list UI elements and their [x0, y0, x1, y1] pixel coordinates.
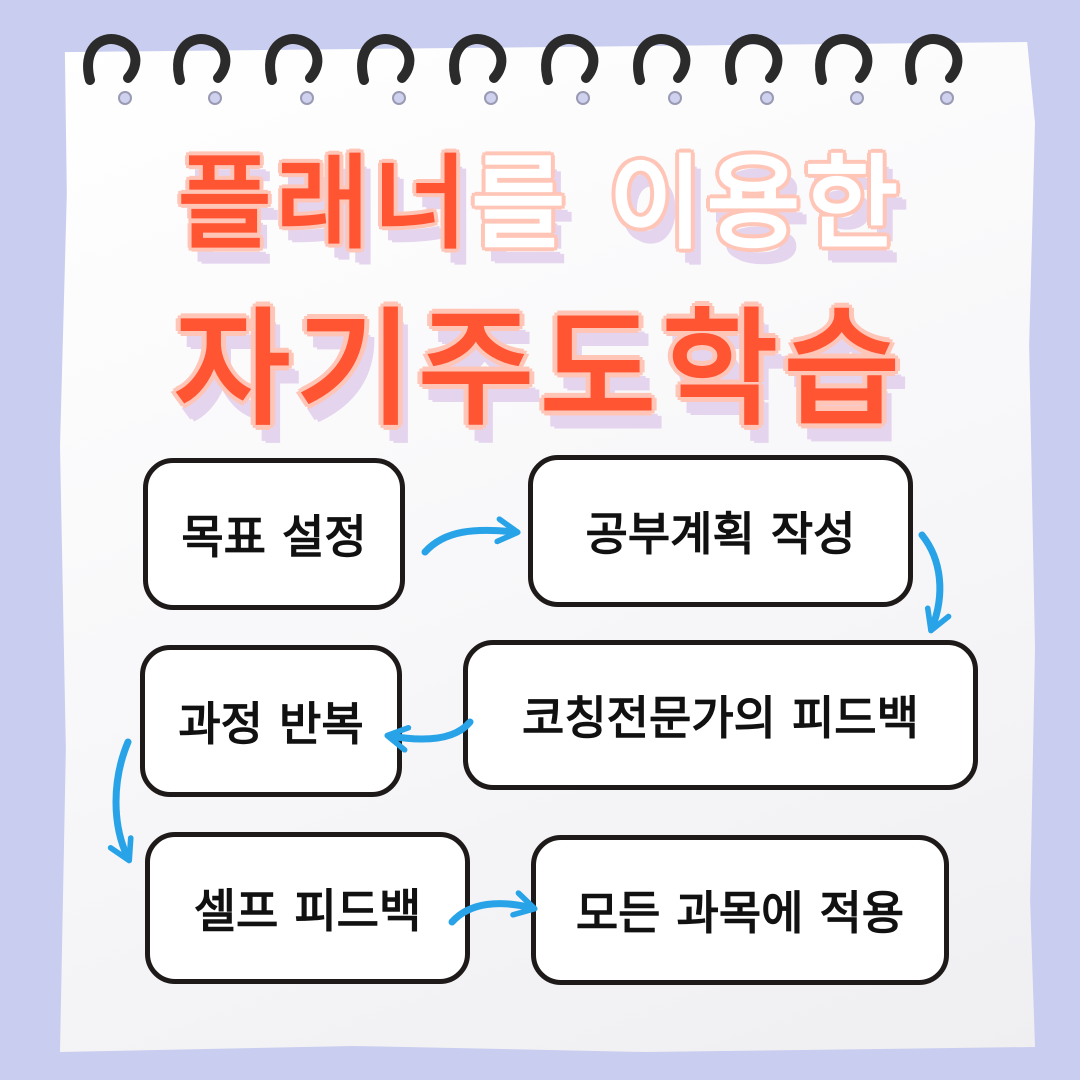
binding-ring	[541, 34, 599, 85]
binding-hole	[668, 91, 682, 105]
step-coach-feedback: 코칭전문가의 피드백	[463, 640, 978, 790]
binding-ring	[449, 34, 507, 85]
binding-ring	[173, 34, 231, 85]
binding-ring	[633, 34, 691, 85]
title-rest: 를 이용한	[471, 145, 903, 264]
title-line-2: 자기주도학습	[174, 296, 906, 443]
step-self-feedback: 셀프 피드백	[145, 832, 470, 984]
binding-hole	[300, 91, 314, 105]
title-line-1: 플래너를 이용한	[0, 122, 1080, 269]
step-apply-all-subjects: 모든 과목에 적용	[531, 835, 949, 985]
binding-hole	[392, 91, 406, 105]
binding-hole	[576, 91, 590, 105]
binding-hole	[118, 91, 132, 105]
binding-ring	[83, 34, 141, 85]
step-repeat-process: 과정 반복	[140, 645, 402, 797]
binding-ring	[815, 34, 873, 85]
spiral-binding	[83, 34, 963, 105]
binding-hole	[760, 91, 774, 105]
step-goal-setting: 목표 설정	[143, 458, 405, 610]
binding-hole	[208, 91, 222, 105]
binding-hole	[940, 91, 954, 105]
binding-ring	[265, 34, 323, 85]
binding-hole	[484, 91, 498, 105]
binding-ring	[357, 34, 415, 85]
step-write-study-plan: 공부계획 작성	[528, 455, 913, 607]
binding-hole	[850, 91, 864, 105]
binding-ring	[905, 34, 963, 85]
title-highlight: 플래너	[177, 145, 472, 264]
binding-ring	[725, 34, 783, 85]
